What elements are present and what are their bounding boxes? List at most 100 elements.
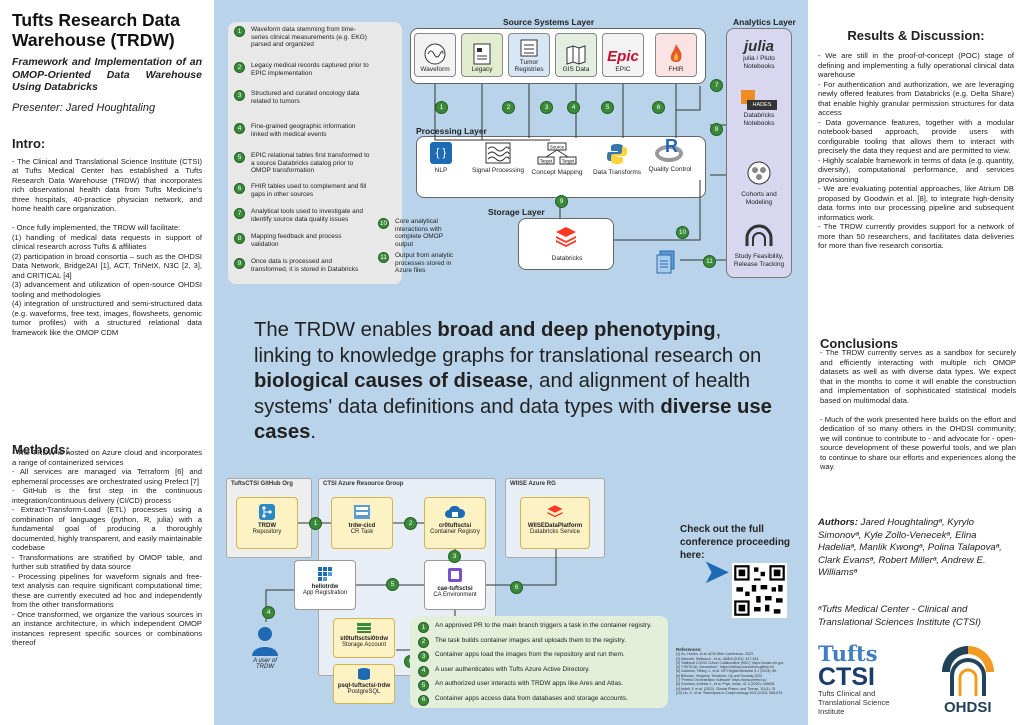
- left-column: Tufts Research Data Warehouse (TRDW) Fra…: [0, 0, 214, 725]
- right-column: Results & Discussion: - We are still in …: [808, 0, 1024, 725]
- step-text: EPIC relational tables first transformed…: [251, 152, 370, 175]
- user-label: A user of TRDW: [253, 658, 277, 670]
- analytics-layer-title: Analytics Layer: [733, 17, 796, 27]
- step-text: Mapping feedback and process validation: [251, 233, 342, 248]
- references: References: [1] Xu, Hurren, et al. ACM W…: [676, 647, 806, 695]
- hades-text: HADES: [747, 100, 777, 110]
- storage-label: Databricks: [551, 255, 583, 262]
- authors-label: Authors:: [818, 517, 858, 528]
- target-tag: Target: [540, 159, 553, 164]
- card-title: cr0tuftsctsi: [438, 523, 472, 529]
- step-text: Analytical tools used to investigate and…: [251, 208, 364, 223]
- step-number: 8: [234, 233, 245, 244]
- card-sub: Container Registry: [430, 529, 480, 535]
- fhir-flame-icon: [670, 44, 682, 62]
- container-apps-icon: [448, 568, 462, 582]
- step-text: An approved PR to the main branch trigge…: [435, 622, 652, 629]
- step-number: 6: [234, 183, 245, 194]
- flow-badge: 3: [448, 550, 461, 563]
- process-concept-mapping: Source Target Target Concept Mapping: [530, 142, 584, 176]
- source-fhir: FHIR: [655, 33, 697, 77]
- qr-code-icon[interactable]: [732, 563, 787, 618]
- step-number: 9: [234, 258, 245, 269]
- process-label: Quality Control: [648, 166, 692, 173]
- card-title: WIISEDataPlatform: [527, 523, 583, 529]
- registry-icon: [520, 39, 538, 57]
- registry-cloud-icon: [445, 505, 466, 518]
- flow-badge: 8: [710, 123, 723, 136]
- flow-badge: 2: [502, 101, 515, 114]
- process-step: 5 EPIC relational tables first transforme…: [234, 152, 370, 175]
- cr-task-icon: [354, 505, 370, 519]
- process-step: 7 Analytical tools used to investigate an…: [234, 208, 370, 223]
- step-number: 2: [418, 636, 429, 648]
- flow-badge: 2: [404, 517, 417, 530]
- storage-account-card: st0tuftsctsi0trdw Storage Account: [333, 618, 395, 658]
- step-number: 5: [234, 152, 245, 163]
- flow-badge: 1: [435, 101, 448, 114]
- flow-badge: 7: [710, 79, 723, 92]
- conclusions-text: - The TRDW currently serves as a sandbox…: [820, 348, 1016, 471]
- wiise-databricks-card: WIISEDataPlatform Databricks Service: [520, 497, 590, 549]
- app-grid-icon: [318, 567, 332, 581]
- poster-subtitle: Framework and Implementation of an OMOP-…: [12, 56, 202, 93]
- databricks-icon: [547, 505, 563, 518]
- step-number: 6: [418, 694, 429, 706]
- analytics-databricks-notebooks: HADES Databricks Notebooks: [728, 90, 790, 127]
- step-number: 4: [234, 123, 245, 134]
- target-tag: Target: [562, 159, 575, 164]
- container-registry-card: cr0tuftsctsi Container Registry: [424, 497, 486, 549]
- methods-heading: Methods:: [12, 442, 70, 457]
- step-text: An authorized user interacts with TRDW a…: [435, 680, 624, 687]
- cicd-step: 6 Container apps access data from databas…: [418, 694, 664, 706]
- card-title: trdw-cicd: [348, 523, 376, 529]
- step-number: 11: [378, 252, 389, 263]
- reference-item: [3] "National COVID Cohort Collaborative…: [676, 660, 784, 665]
- conference-callout: Check out the full conference proceeding…: [680, 524, 791, 561]
- step-text: Container apps load the images from the …: [435, 651, 625, 658]
- step-number: 1: [418, 622, 429, 633]
- card-sub: Databricks Service: [529, 529, 580, 535]
- flow-badge: 4: [567, 101, 580, 114]
- headline-bold: diverse use cases: [254, 395, 772, 444]
- step-text: FHIR tables used to complement and fill …: [251, 183, 367, 198]
- source-tag: Source: [550, 145, 565, 150]
- source-layer-title: Source Systems Layer: [503, 17, 595, 27]
- step-number: 7: [234, 208, 245, 219]
- affiliation: ᵃTufts Medical Center - Clinical and Tra…: [818, 604, 981, 628]
- group-title: WIISE Azure RG: [510, 481, 556, 487]
- user-icon: [252, 627, 278, 656]
- flow-badge: 6: [510, 581, 523, 594]
- step-text: Once data is processed and transformed, …: [251, 258, 359, 273]
- reference-item: [6] Brikman, Yevgeniy. Terraform: Up and…: [676, 673, 764, 678]
- analytics-layer-box: [726, 28, 792, 278]
- waveform-icon: [424, 43, 446, 65]
- flow-badge: 1: [309, 517, 322, 530]
- hades-icon: HADES: [741, 90, 777, 112]
- step-text: Fine-grained geographic information link…: [251, 123, 356, 138]
- headline-bold: biological causes of disease: [254, 370, 528, 392]
- source-gis: GIS Data: [555, 33, 597, 77]
- card-title: cae-tuftsctsi: [437, 586, 473, 592]
- presenter: Presenter: Jared Houghtaling: [12, 101, 156, 114]
- analytics-label: julia / Pluto Notebooks: [743, 55, 775, 70]
- source-label: Waveform: [420, 66, 450, 73]
- process-label: Signal Processing: [471, 166, 525, 174]
- process-data-transforms: Data Transforms: [590, 142, 644, 176]
- reference-item: [7] "Prefect Orchestration Software" htt…: [676, 678, 767, 683]
- process-signal: Signal Processing: [471, 142, 525, 174]
- cohort-icon: [747, 161, 771, 185]
- ctsi-logo: CTSI: [818, 663, 875, 691]
- flow-badge: 10: [676, 226, 689, 239]
- references-heading: References:: [676, 647, 702, 652]
- ohdsi-logo-icon: [942, 646, 994, 696]
- storage-icon: [357, 623, 371, 633]
- analytics-label: Databricks Notebooks: [743, 112, 775, 127]
- step-text: Container apps access data from database…: [435, 694, 628, 702]
- step-number: 3: [418, 651, 429, 662]
